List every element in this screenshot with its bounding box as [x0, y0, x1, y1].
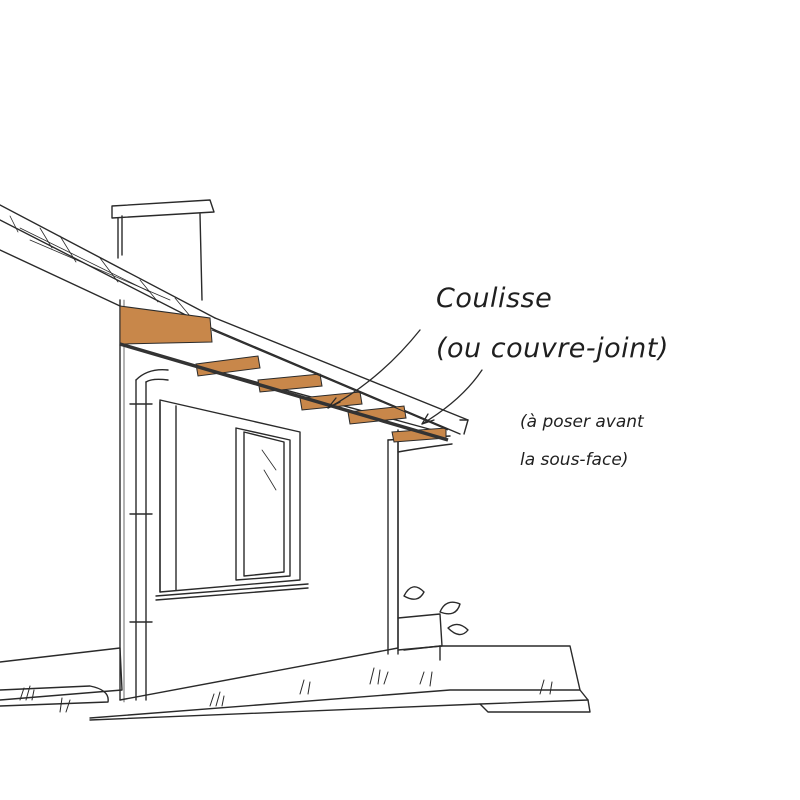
label-coulisse: Coulisse [436, 283, 553, 314]
ground [0, 645, 591, 721]
grass [19, 667, 553, 713]
downpipe-right [387, 435, 453, 655]
chimney [111, 199, 215, 301]
label-couvre-joint: (ou couvre-joint) [436, 333, 669, 364]
window-large [155, 399, 309, 601]
downpipe-left [129, 369, 169, 701]
rafter-end-block [119, 305, 213, 345]
arrow-to-joint-2 [421, 369, 483, 425]
rafter [347, 405, 407, 425]
roof [0, 204, 469, 435]
annotation-arrows [327, 329, 483, 425]
window-small [235, 427, 291, 581]
note-line-1: (à poser avant [520, 412, 644, 432]
planter [397, 586, 469, 651]
coulisse-joint-strip [119, 342, 449, 442]
soffit-structure [119, 305, 449, 443]
rafter [257, 373, 323, 393]
note-line-2: la sous-face) [520, 450, 629, 470]
fascia-board [211, 329, 449, 431]
arrow-to-joint-1 [327, 329, 421, 409]
rafter [195, 355, 261, 377]
arrow-to-joint-1-head [327, 397, 341, 409]
arrow-to-joint-2-head [421, 413, 435, 425]
